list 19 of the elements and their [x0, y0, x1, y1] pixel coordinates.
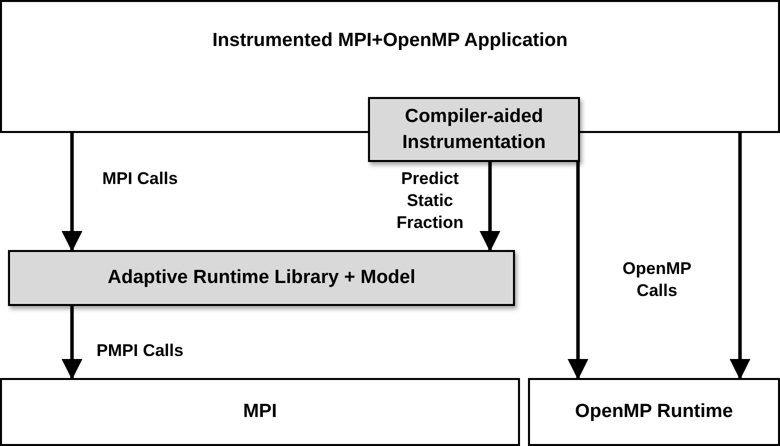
node-label: OpenMP Runtime: [575, 400, 733, 424]
process-box: [368, 97, 580, 162]
edge-label: Predict Static Fraction: [395, 168, 465, 234]
component-box: [0, 0, 780, 133]
node-label: MPI: [243, 400, 277, 424]
node-label: Adaptive Runtime Library + Model: [108, 266, 416, 290]
component-box: [0, 378, 520, 446]
arrow: [730, 133, 750, 380]
node-label: Compiler-aided Instrumentation: [401, 104, 547, 154]
arrow: [62, 133, 82, 252]
edge-label: OpenMP Calls: [622, 258, 692, 302]
process-box: [8, 250, 515, 306]
edge-label: PMPI Calls: [96, 340, 184, 362]
component-box: [528, 378, 780, 446]
arrow: [62, 306, 82, 380]
arrow: [568, 162, 588, 380]
edge-label: MPI Calls: [101, 168, 179, 190]
arrow: [480, 162, 500, 252]
node-label: Instrumented MPI+OpenMP Application: [212, 29, 568, 53]
